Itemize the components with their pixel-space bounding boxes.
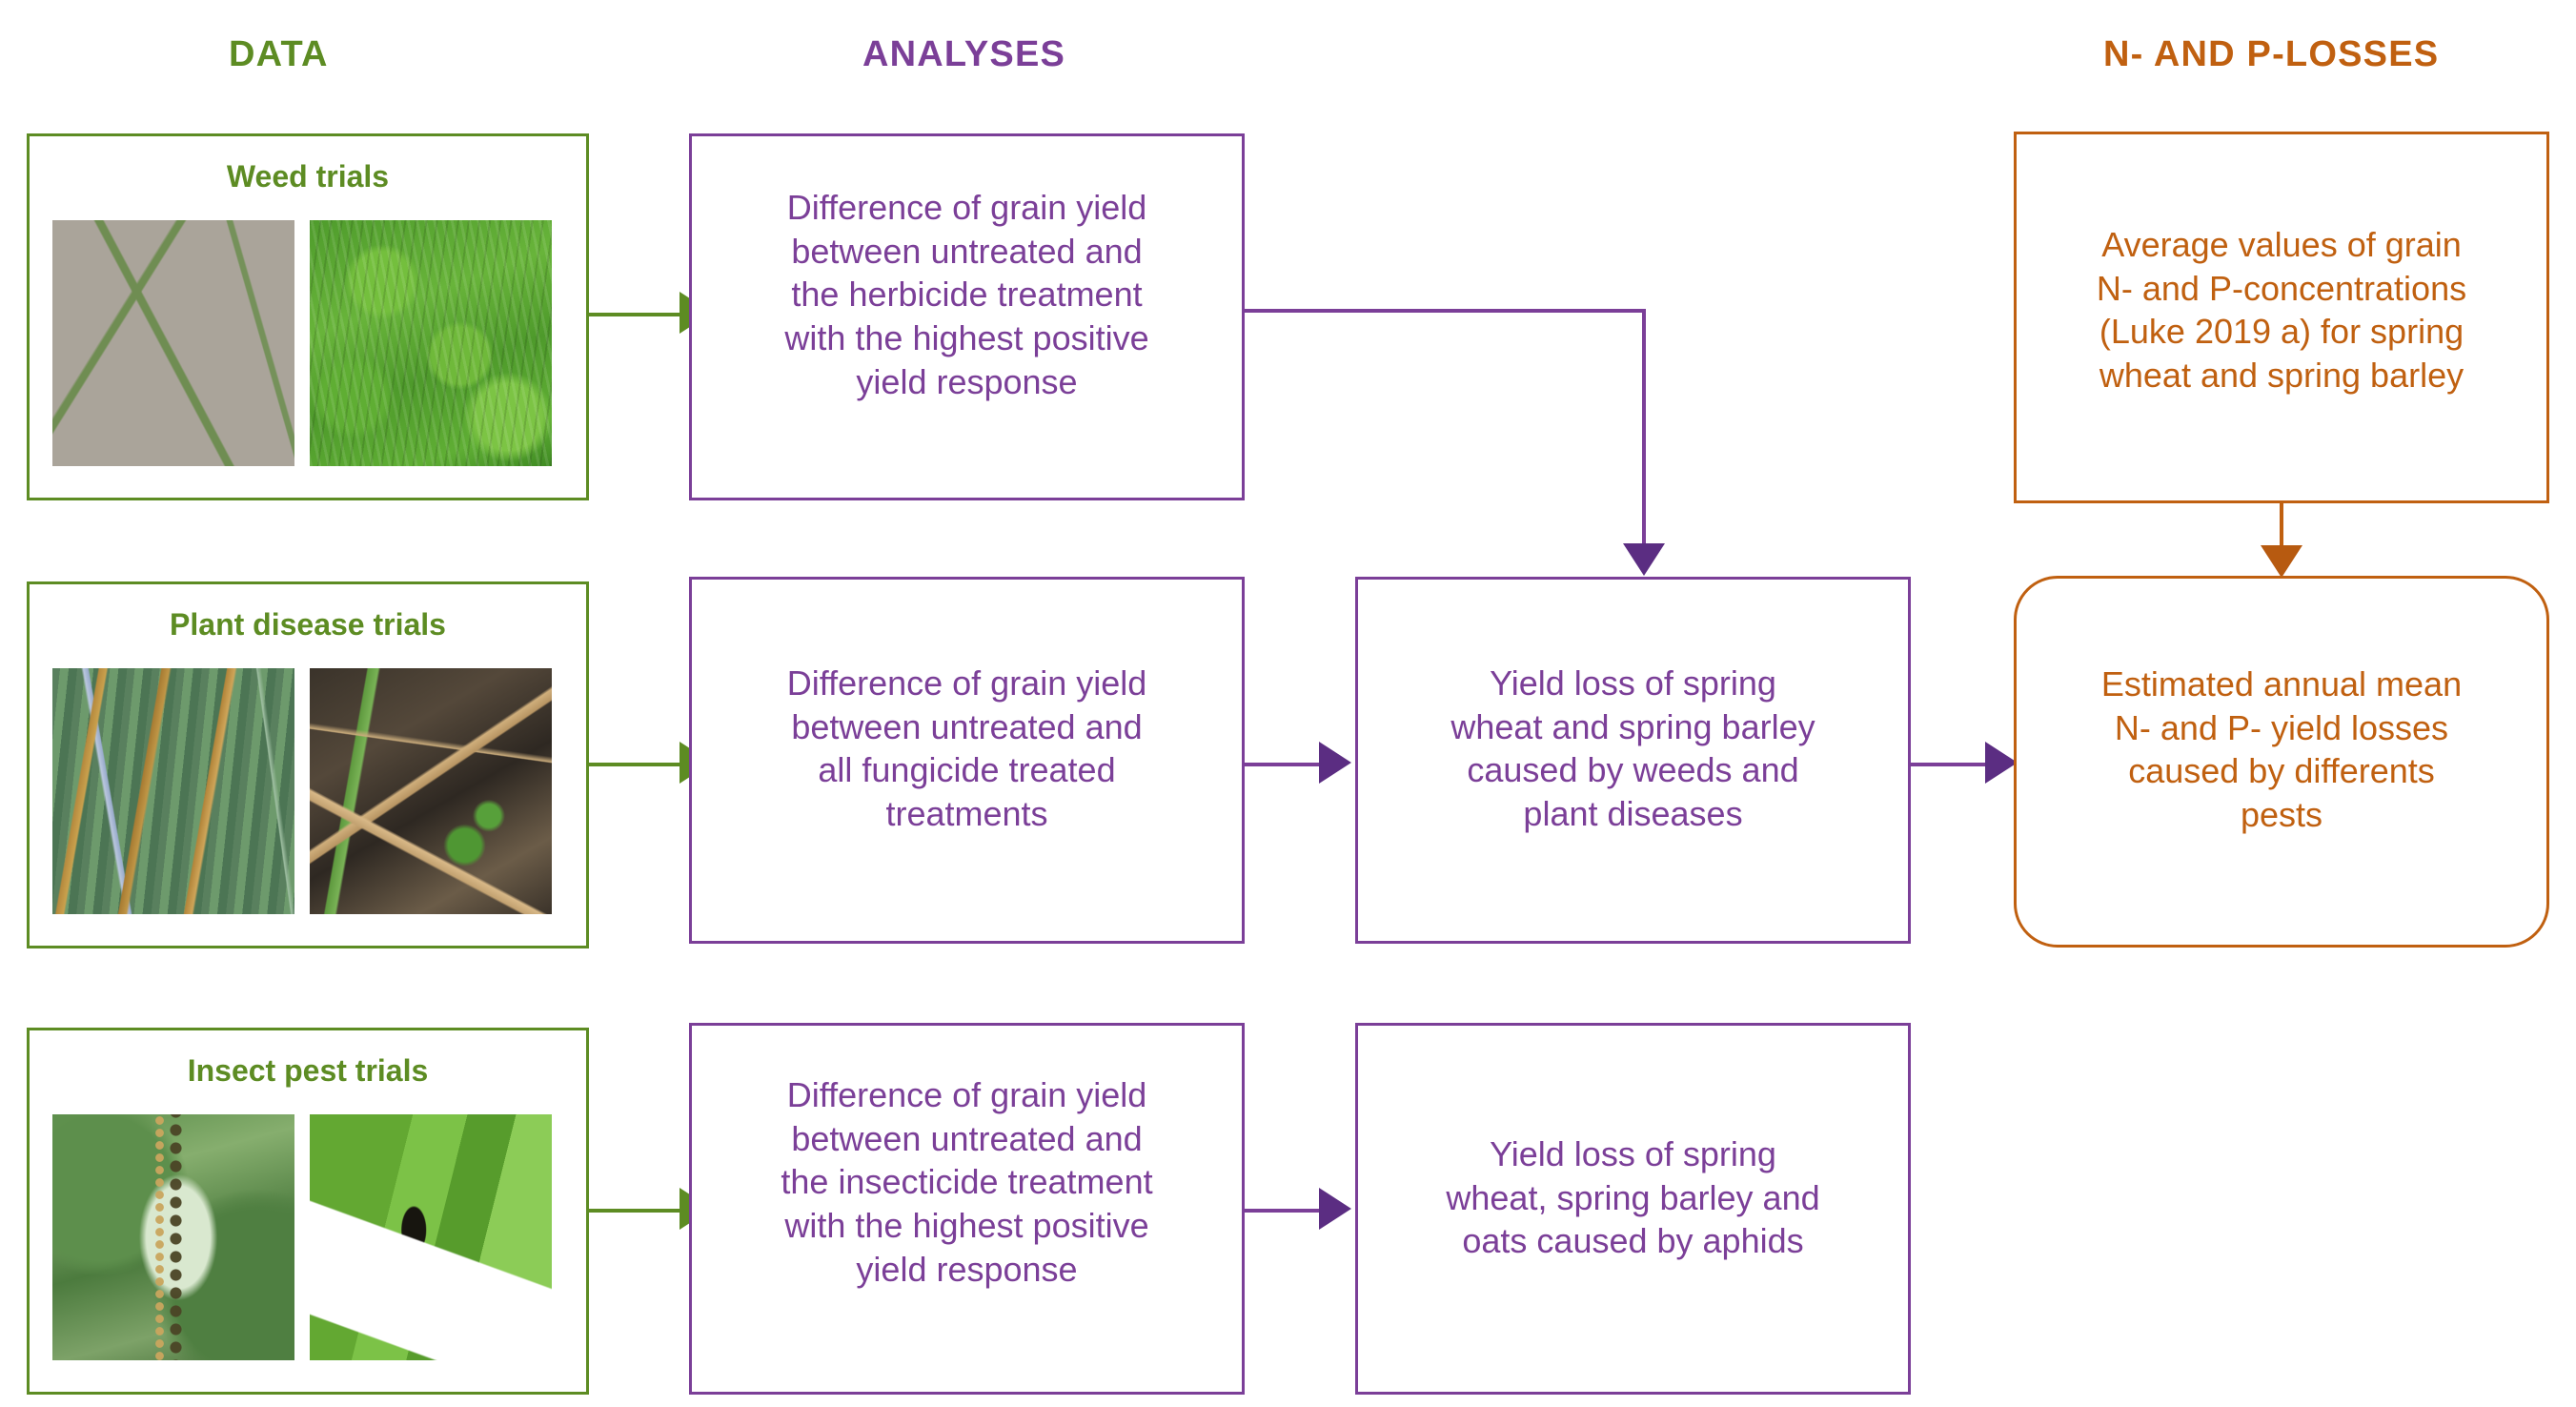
result-box-yield-loss-aphids[interactable]: Yield loss of spring wheat, spring barle… (1355, 1023, 1911, 1395)
result-box-yield-loss-weeds-diseases[interactable]: Yield loss of spring wheat and spring ba… (1355, 577, 1911, 944)
arrowhead-right-purple (1319, 1188, 1351, 1230)
result-box-text: Yield loss of spring wheat and spring ba… (1450, 663, 1815, 834)
loss-box-average-concentrations[interactable]: Average values of grain N- and P-concent… (2014, 132, 2549, 503)
arrowhead-down-purple (1623, 543, 1665, 576)
connector-result-to-loss-box (1911, 763, 1989, 766)
arrowhead-down-orange (2261, 545, 2302, 578)
arrowhead-right-purple (1985, 742, 2018, 784)
thumbnail-row (52, 668, 552, 914)
connector-loss-vertical (2280, 503, 2283, 557)
column-header-data: DATA (229, 34, 329, 74)
loss-box-text: Average values of grain N- and P-concent… (2096, 225, 2467, 396)
analysis-box-plant-disease[interactable]: Difference of grain yield between untrea… (689, 577, 1245, 944)
data-box-plant-disease-trials[interactable]: Plant disease trials (27, 581, 589, 948)
thumbnail-row (52, 1114, 552, 1360)
diseased-cereal-leaves-photo (52, 668, 294, 914)
analysis-box-text: Difference of grain yield between untrea… (786, 663, 1147, 834)
connector-disease-data-to-analysis (589, 763, 689, 766)
column-header-analyses: ANALYSES (862, 34, 1066, 74)
data-box-title: Plant disease trials (170, 607, 446, 642)
data-box-title: Insect pest trials (187, 1053, 429, 1088)
analysis-box-weed[interactable]: Difference of grain yield between untrea… (689, 133, 1245, 500)
aphid-colony-on-stem-photo (52, 1114, 294, 1360)
result-box-text: Yield loss of spring wheat, spring barle… (1446, 1134, 1820, 1261)
beetle-on-green-blade-photo (310, 1114, 552, 1360)
data-box-insect-pest-trials[interactable]: Insect pest trials (27, 1028, 589, 1395)
dense-green-weedy-crop-photo (310, 220, 552, 466)
analysis-box-text: Difference of grain yield between untrea… (781, 1075, 1153, 1289)
connector-weed-data-to-analysis (589, 313, 689, 316)
connector-weed-analysis-h (1245, 309, 1646, 313)
stubble-with-diseased-blade-photo (310, 668, 552, 914)
connector-insect-data-to-analysis (589, 1209, 689, 1213)
connector-disease-analysis-to-result (1245, 763, 1323, 766)
data-box-weed-trials[interactable]: Weed trials (27, 133, 589, 500)
loss-box-estimated-annual-mean[interactable]: Estimated annual mean N- and P- yield lo… (2014, 576, 2549, 948)
arrowhead-right-purple (1319, 742, 1351, 784)
thumbnail-row (52, 220, 552, 466)
loss-box-text: Estimated annual mean N- and P- yield lo… (2100, 664, 2463, 835)
analysis-box-text: Difference of grain yield between untrea… (784, 188, 1149, 401)
analysis-box-insect-pest[interactable]: Difference of grain yield between untrea… (689, 1023, 1245, 1395)
column-header-n-and-p-losses: N- AND P-LOSSES (2103, 34, 2440, 74)
data-box-title: Weed trials (226, 159, 390, 194)
weed-seedling-on-gravel-photo (52, 220, 294, 466)
connector-weed-analysis-v (1642, 309, 1646, 547)
connector-insect-analysis-to-result (1245, 1209, 1323, 1213)
